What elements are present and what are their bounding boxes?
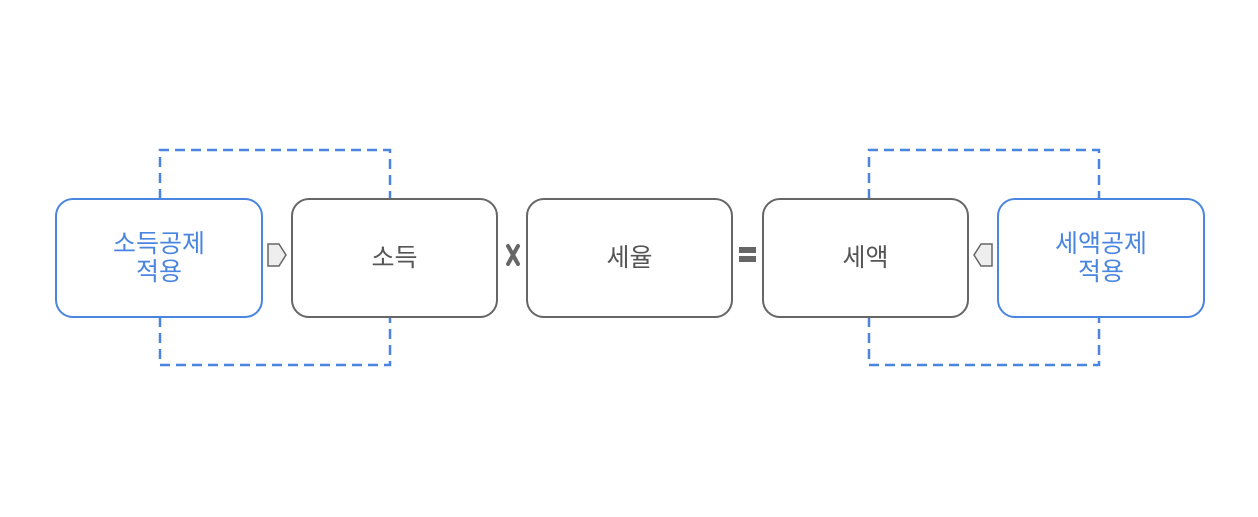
tax-amount-box: 세액 — [762, 198, 969, 318]
income-deduction-box: 소득공제 적용 — [55, 198, 263, 318]
loop-bottom-left — [158, 317, 392, 367]
tax-rate-box: 세율 — [526, 198, 733, 318]
tax-credit-box: 세액공제 적용 — [997, 198, 1205, 318]
arrow-right-icon — [267, 243, 287, 267]
loop-top-left — [158, 148, 392, 199]
income-box: 소득 — [291, 198, 498, 318]
loop-top-right — [867, 148, 1101, 199]
arrow-left-icon — [973, 243, 993, 267]
equals-icon — [739, 247, 756, 262]
x-multiply-icon — [506, 244, 520, 266]
loop-bottom-right — [867, 317, 1101, 367]
